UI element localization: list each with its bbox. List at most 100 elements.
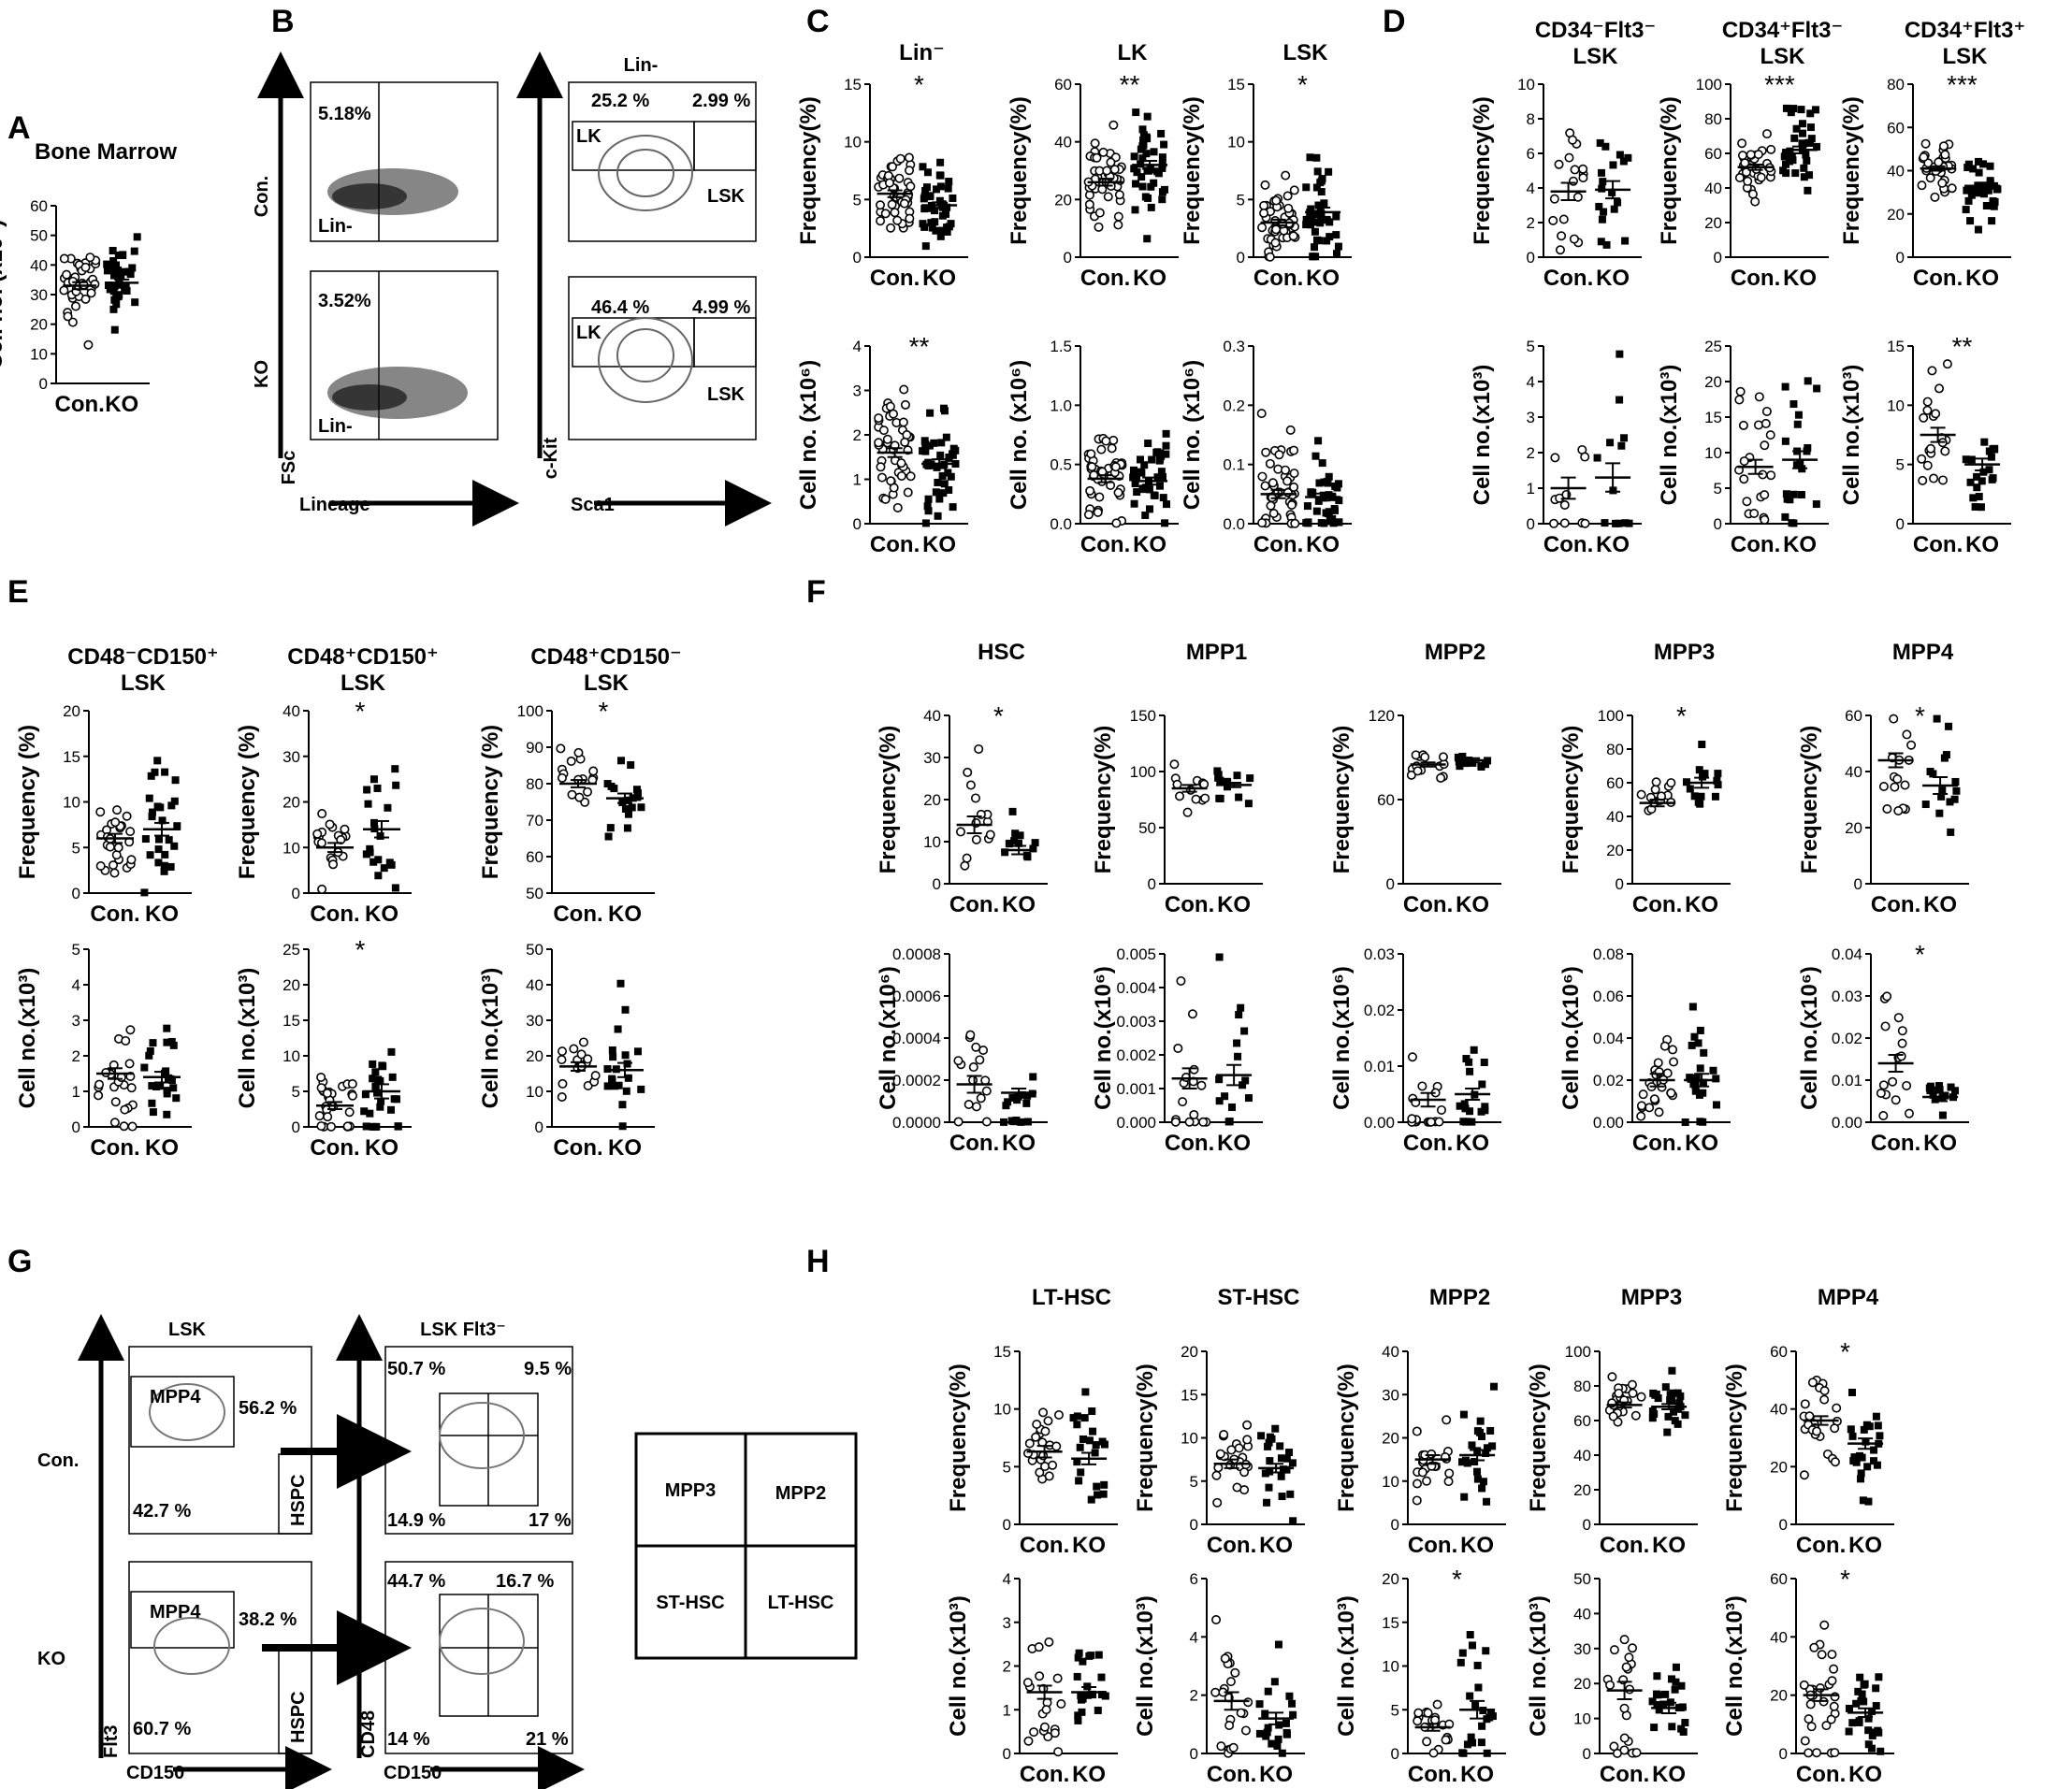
x-category-label: Con. [1403,892,1453,917]
data-point-con [1187,1009,1197,1019]
x-category-label: KO [1848,1762,1882,1787]
data-point-con [1219,1429,1229,1439]
data-point-ko [1973,472,1981,481]
data-point-ko [148,1082,156,1090]
y-tick-label: 70 [526,812,543,830]
data-point-ko [1216,776,1224,785]
data-point-ko [1158,164,1166,172]
data-point-ko [1714,770,1722,778]
y-tick-label: 0 [1854,875,1862,893]
data-point-ko [1286,1490,1295,1498]
y-tick-label: 0 [1714,515,1722,533]
data-point-con [1904,1108,1914,1118]
data-point-ko [114,266,123,274]
x-category-label: Con. [1632,892,1682,917]
data-point-ko [935,171,944,180]
y-tick-label: 10 [1382,1658,1399,1676]
y-tick-label: 10 [1517,76,1535,94]
data-point-con [1092,152,1102,163]
data-point-ko [148,808,156,816]
data-point-con [557,1091,567,1102]
y-axis-label: Frequency(%) [796,96,821,245]
data-point-ko [1979,190,1988,198]
data-point-con [1893,805,1904,815]
data-point-con [119,1121,129,1132]
data-point-con [1212,1497,1223,1508]
y-tick-label: 10 [1181,1430,1198,1448]
data-point-ko [1781,382,1789,391]
data-point-ko [1477,762,1485,771]
data-point-ko [1325,472,1333,481]
y-axis-label: Cell no.(x10³) [1470,365,1495,506]
data-point-ko [1277,1454,1285,1463]
data-point-ko [169,1084,178,1092]
data-point-ko [120,267,128,276]
data-point-con [1753,150,1763,160]
data-point-ko [1087,1495,1095,1504]
data-point-con [1234,1443,1244,1453]
data-point-con [1407,1052,1417,1062]
lin-neg-title: Lin- [624,55,659,76]
data-point-ko [1017,1118,1025,1126]
data-point-ko [1942,751,1950,759]
data-point-con [1111,518,1122,528]
data-point-ko [1857,1475,1865,1483]
data-point-ko [373,784,382,792]
data-point-con [1930,192,1940,202]
data-point-ko [148,1099,156,1107]
y-tick-label: 0 [853,515,862,533]
y-tick-label: 0 [1583,1745,1591,1763]
data-point-con [109,1118,120,1128]
data-point-ko [1085,1436,1094,1445]
data-point-con [895,153,906,164]
data-point-ko [1845,1727,1853,1736]
data-point-ko [1130,470,1138,479]
y-tick-label: 0.5 [1050,456,1072,474]
y-tick-label: 40 [1573,1447,1591,1464]
data-point-ko [1132,180,1140,188]
y-tick-label: 80 [526,775,543,793]
data-point-con [1289,482,1299,492]
data-point-con [900,437,910,447]
data-point-ko [1788,152,1796,161]
data-point-ko [385,858,394,867]
y-tick-label: 10 [30,345,48,363]
data-point-ko [1864,1714,1873,1723]
data-point-con [953,1117,964,1127]
data-point-ko [1649,1389,1658,1397]
y-tick-label: 5 [1190,1473,1198,1491]
panel-letter-d: D [1383,4,1406,39]
data-point-ko [165,836,173,844]
data-point-ko [370,1122,379,1131]
data-point-ko [105,281,113,290]
data-point-ko [1478,1432,1486,1440]
data-point-ko [149,1039,157,1047]
data-point-con [1799,1680,1809,1690]
data-point-ko [160,867,168,875]
data-point-con [1444,1468,1455,1479]
data-point-ko [1334,242,1342,251]
y-tick-label: 1.0 [1050,397,1072,414]
lsk-label-ko: LSK [707,384,746,405]
data-point-ko [1979,160,1988,168]
data-point-ko [1975,168,1983,177]
data-point-ko [1138,182,1147,191]
data-point-ko [1309,252,1317,261]
data-point-ko [1094,1706,1102,1714]
data-point-con [1753,420,1763,430]
data-point-ko [369,1075,377,1083]
data-point-ko [1478,1484,1486,1493]
data-point-ko [141,835,150,844]
y-axis-label: Cell no.(x10⁶) [1797,966,1822,1110]
data-point-ko [1619,157,1628,166]
data-point-ko [1848,1432,1857,1440]
data-point-ko [1478,1080,1486,1089]
data-point-con [316,1083,326,1093]
data-point-ko [1335,518,1343,527]
y-tick-label: 40 [1845,763,1862,781]
data-point-ko [1328,514,1337,523]
data-point-con [1737,151,1747,161]
data-point-ko [1306,153,1314,162]
data-point-con [67,317,78,327]
